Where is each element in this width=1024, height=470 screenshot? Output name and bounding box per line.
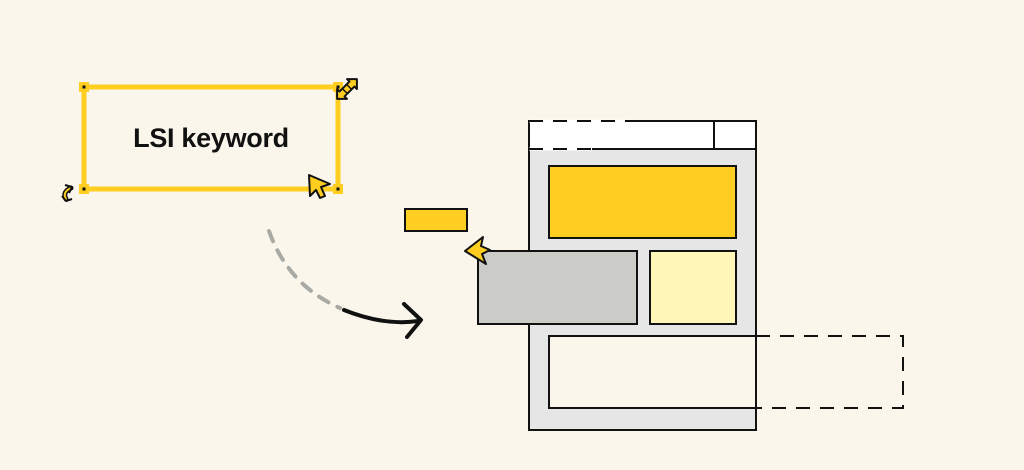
handle-dot [82, 187, 86, 191]
content-block-light-yellow [649, 250, 737, 325]
footer-block [548, 335, 757, 409]
page-header-bar [528, 120, 757, 150]
handle-dot [336, 187, 340, 191]
selection-frame [81, 84, 341, 192]
content-block-gray [477, 250, 638, 325]
keyword-selection-box[interactable] [79, 82, 343, 194]
overflow-outline [756, 335, 904, 409]
resize-handle-icon[interactable] [332, 74, 362, 104]
page-wireframe [477, 119, 757, 431]
curved-arrow-icon [342, 302, 423, 339]
hero-block [548, 165, 737, 239]
motion-path [267, 229, 342, 310]
floating-keyword-tag[interactable] [404, 208, 468, 232]
rotate-handle-icon[interactable] [61, 184, 74, 202]
handle-dot [336, 85, 340, 89]
cursor-arrow-icon [308, 174, 331, 199]
keyword-label: LSI keyword [133, 123, 289, 153]
handle-dot [82, 85, 86, 89]
cursor-arrow-icon [464, 236, 491, 265]
